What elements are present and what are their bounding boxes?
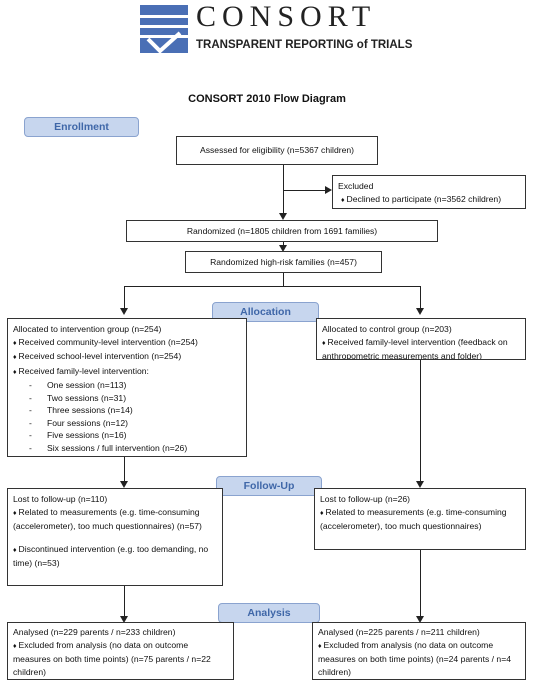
arrow-down — [120, 481, 128, 488]
randomized-box: Randomized (n=1805 children from 1691 fa… — [126, 220, 438, 242]
session-item: One session (n=113) — [13, 379, 241, 392]
control-allocation-title: Allocated to control group (n=203) — [322, 324, 452, 334]
analysis-item: Excluded from analysis (no data on outco… — [318, 639, 520, 679]
control-followup-title: Lost to follow-up (n=26) — [320, 494, 411, 504]
arrow-down — [120, 308, 128, 315]
stage-follow-up: Follow-Up — [216, 476, 322, 496]
intervention-followup-box: Lost to follow-up (n=110) Related to mea… — [7, 488, 223, 586]
logo-tagline: TRANSPARENT REPORTING of TRIALS — [196, 39, 413, 51]
control-analysis-box: Analysed (n=225 parents / n=211 children… — [312, 622, 526, 680]
analysis-item: Excluded from analysis (no data on outco… — [13, 639, 228, 679]
arrow-down — [416, 481, 424, 488]
connector-line — [420, 286, 421, 309]
excluded-box: Excluded Declined to participate (n=3562… — [332, 175, 526, 209]
session-item: Five sessions (n=16) — [13, 429, 241, 442]
session-item: Six sessions / full intervention (n=26) — [13, 442, 241, 455]
stage-allocation: Allocation — [212, 302, 319, 322]
control-item: Received family-level intervention (feed… — [322, 336, 520, 360]
connector-line — [420, 550, 421, 618]
connector-line — [124, 286, 125, 309]
connector-line — [283, 273, 284, 287]
intervention-allocation-box: Allocated to intervention group (n=254) … — [7, 318, 247, 457]
connector-line — [124, 457, 125, 482]
session-item: Three sessions (n=14) — [13, 404, 241, 417]
arrow-down — [416, 308, 424, 315]
assessed-text: Assessed for eligibility (n=5367 childre… — [199, 145, 355, 156]
followup-item: Related to measurements (e.g. time-consu… — [320, 506, 520, 533]
connector-line — [420, 360, 421, 482]
excluded-item: Declined to participate (n=3562 children… — [338, 193, 520, 208]
arrow-down — [416, 616, 424, 623]
followup-item: Related to measurements (e.g. time-consu… — [13, 506, 217, 533]
consort-logo-icon — [140, 5, 188, 53]
intervention-allocation-title: Allocated to intervention group (n=254) — [13, 324, 162, 334]
intervention-analysis-box: Analysed (n=229 parents / n=233 children… — [7, 622, 234, 680]
session-item: Two sessions (n=31) — [13, 392, 241, 405]
high-risk-box: Randomized high-risk families (n=457) — [185, 251, 382, 273]
followup-item: Discontinued intervention (e.g. too dema… — [13, 543, 217, 570]
control-followup-box: Lost to follow-up (n=26) Related to meas… — [314, 488, 526, 550]
control-allocation-box: Allocated to control group (n=203) Recei… — [316, 318, 526, 360]
arrow-down — [279, 213, 287, 220]
arrow-down — [279, 245, 287, 252]
connector-line — [283, 190, 325, 191]
connector-line — [283, 165, 284, 214]
intervention-followup-title: Lost to follow-up (n=110) — [13, 494, 108, 504]
assessed-box: Assessed for eligibility (n=5367 childre… — [176, 136, 378, 165]
randomized-text: Randomized (n=1805 children from 1691 fa… — [186, 225, 378, 236]
high-risk-text: Randomized high-risk families (n=457) — [210, 256, 357, 267]
arrow-right — [325, 186, 332, 194]
excluded-title: Excluded — [338, 181, 374, 191]
logo-title: CONSORT — [196, 0, 377, 33]
stage-analysis: Analysis — [218, 603, 320, 623]
intervention-analysis-title: Analysed (n=229 parents / n=233 children… — [13, 627, 176, 637]
arrow-down — [120, 616, 128, 623]
control-analysis-title: Analysed (n=225 parents / n=211 children… — [318, 627, 480, 637]
diagram-title: CONSORT 2010 Flow Diagram — [188, 93, 346, 105]
intervention-item: Received school-level intervention (n=25… — [13, 350, 241, 365]
session-item: Four sessions (n=12) — [13, 417, 241, 430]
connector-line — [124, 286, 421, 287]
intervention-item: Received family-level intervention: — [13, 365, 241, 380]
intervention-item: Received community-level intervention (n… — [13, 336, 241, 351]
connector-line — [124, 586, 125, 618]
stage-enrollment: Enrollment — [24, 117, 139, 137]
